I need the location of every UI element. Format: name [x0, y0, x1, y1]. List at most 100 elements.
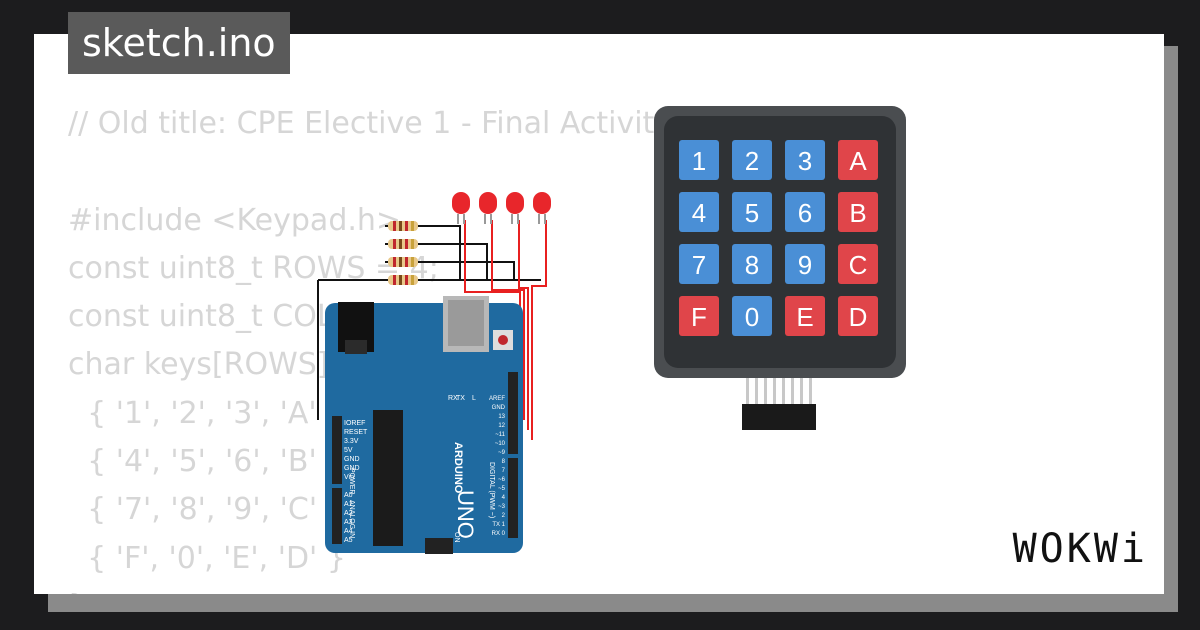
code-line: // Old title: CPE Elective 1 - Final Act…	[68, 106, 673, 141]
resistor-band	[405, 275, 408, 285]
keypad-pin	[746, 378, 749, 408]
resistor-band	[405, 221, 408, 231]
resistor-band	[399, 239, 402, 249]
keypad-key-F[interactable]	[679, 296, 719, 336]
digital-pin-label: ~11	[495, 432, 505, 438]
code-line: const uint8_t ROWS = 4;	[68, 250, 439, 286]
keypad-key-D[interactable]	[838, 296, 878, 336]
keypad-key-label: B	[849, 198, 866, 228]
keypad-key-label: 5	[745, 198, 759, 228]
keypad-pin	[800, 378, 803, 408]
power-pin-label: RESET	[344, 429, 368, 436]
icsp-header	[425, 538, 453, 554]
keypad-key-9[interactable]	[785, 244, 825, 284]
power-pin-label: 5V	[344, 447, 353, 454]
preview-card: // Old title: CPE Elective 1 - Final Act…	[34, 34, 1164, 594]
digital-pin-label: TX 1	[492, 522, 505, 528]
wokwi-logo: WOKWi	[1012, 526, 1148, 572]
digital-pin-label: ~6	[498, 477, 506, 483]
power-title: POWER	[348, 468, 355, 494]
code-line: { '1', '2', '3', 'A' },	[68, 395, 355, 431]
power-header	[332, 416, 342, 484]
code-line: #include <Keypad.h>	[68, 202, 402, 238]
digital-pin-label: GND	[492, 405, 506, 411]
keypad-key-C[interactable]	[838, 244, 878, 284]
keypad-key-5[interactable]	[732, 192, 772, 232]
keypad-key-label: A	[849, 146, 867, 176]
analog-pin-label: A3	[344, 519, 353, 526]
keypad-key-label: 4	[692, 198, 706, 228]
led	[452, 192, 470, 214]
keypad-pin	[755, 378, 758, 408]
resistor-band	[411, 239, 414, 249]
analog-pin-label: A1	[344, 501, 353, 508]
led	[506, 192, 524, 214]
digital-pin-label: ~5	[498, 486, 506, 492]
keypad-pin	[782, 378, 785, 408]
keypad-key-4[interactable]	[679, 192, 719, 232]
usb-port-inner	[448, 300, 484, 346]
on-label: ON	[453, 532, 460, 543]
digital-header-high	[508, 372, 518, 454]
keypad-key-label: 7	[692, 250, 706, 280]
keypad-key-0[interactable]	[732, 296, 772, 336]
keypad-key-label: E	[796, 302, 813, 332]
keypad-key-label: 8	[745, 250, 759, 280]
resistor-band	[405, 257, 408, 267]
keypad-key-label: 1	[692, 146, 706, 176]
keypad-key-8[interactable]	[732, 244, 772, 284]
atmega-chip	[373, 410, 403, 546]
digital-pin-label: 12	[498, 423, 505, 429]
resistor-band	[411, 221, 414, 231]
digital-pin-label: 13	[498, 414, 505, 420]
arduino-brand: ARDUINO	[452, 442, 464, 494]
keypad-key-E[interactable]	[785, 296, 825, 336]
analog-title: ANALOG IN	[348, 500, 355, 538]
digital-pin-label: 4	[502, 495, 506, 501]
keypad-key-label: C	[849, 250, 868, 280]
digital-pin-label: 7	[502, 468, 506, 474]
analog-pin-label: A5	[344, 537, 353, 544]
file-tab[interactable]: sketch.ino	[68, 12, 290, 74]
keypad-key-label: F	[691, 302, 707, 332]
power-pin-label: GND	[344, 465, 360, 472]
tx-label: TX	[456, 395, 465, 402]
analog-pin-label: A0	[344, 492, 353, 499]
led-l-label: L	[472, 395, 476, 402]
keypad-key-1[interactable]	[679, 140, 719, 180]
code-line: };	[68, 589, 97, 594]
keypad-pin	[791, 378, 794, 408]
leds	[452, 192, 551, 224]
keypad-key-label: 0	[745, 302, 759, 332]
reset-button-cap[interactable]	[498, 335, 508, 345]
arduino-uno-board: IOREFRESET3.3V5VGNDGNDVinA0A1A2A3A4A5ARE…	[325, 296, 523, 554]
digital-pin-label: RX 0	[492, 531, 506, 537]
keypad-key-label: 3	[798, 146, 812, 176]
power-pin-label: IOREF	[344, 420, 365, 427]
analog-header	[332, 488, 342, 544]
keypad-key-3[interactable]	[785, 140, 825, 180]
led	[479, 192, 497, 214]
keypad-key-label: D	[849, 302, 868, 332]
keypad-key-label: 9	[798, 250, 812, 280]
resistor-band	[411, 275, 414, 285]
resistor-band	[411, 257, 414, 267]
keypad-key-2[interactable]	[732, 140, 772, 180]
arduino-model: UNO	[453, 490, 478, 539]
digital-pin-label: ~3	[498, 504, 506, 510]
analog-pin-label: A4	[344, 528, 353, 535]
keypad-key-B[interactable]	[838, 192, 878, 232]
keypad-key-A[interactable]	[838, 140, 878, 180]
rx-label: RX	[448, 395, 458, 402]
resistor-band	[393, 275, 396, 285]
resistors	[388, 221, 418, 285]
keypad-key-7[interactable]	[679, 244, 719, 284]
keypad-pin	[809, 378, 812, 408]
resistor-band	[399, 257, 402, 267]
keypad-key-6[interactable]	[785, 192, 825, 232]
keypad-connector	[742, 404, 816, 430]
digital-pin-label: 8	[502, 459, 506, 465]
resistor-band	[393, 239, 396, 249]
